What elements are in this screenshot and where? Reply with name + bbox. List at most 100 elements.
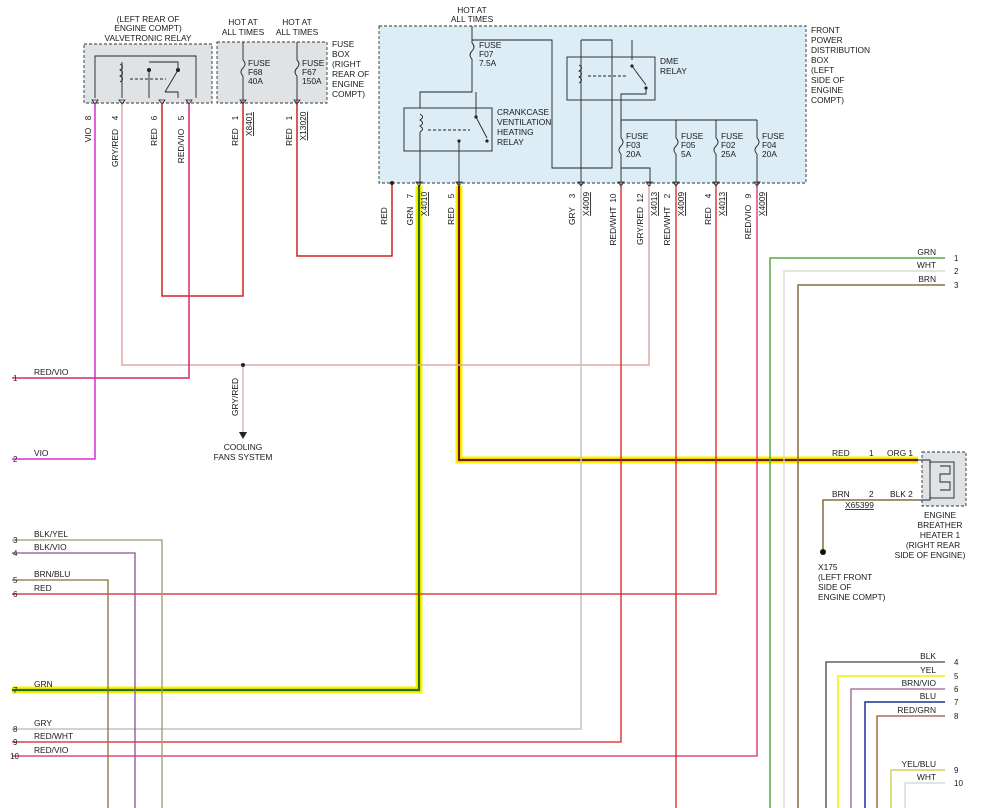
- dme-relay-label-1: DME: [660, 56, 679, 66]
- label-gry-red-fan: GRY/RED: [230, 378, 240, 416]
- fpdb-label-7: ENGINE: [811, 85, 844, 95]
- fuse-f05-l2: F05: [681, 140, 696, 150]
- left-connector-rows: 1RED/VIO2VIO3BLK/YEL4BLK/VIO5BRN/BLU6RED…: [10, 367, 73, 761]
- fpdb-label-5: (LEFT: [811, 65, 834, 75]
- heater-label-4: (RIGHT REAR: [906, 540, 960, 550]
- pin-gry-3: 3: [568, 193, 577, 198]
- fpdb-label-2: POWER: [811, 35, 843, 45]
- right-bottom-label: RED/GRN: [897, 705, 936, 715]
- blk-right-wire: [825, 661, 945, 808]
- ccv-label-2: VENTILATION: [497, 117, 551, 127]
- left-row-number: 5: [13, 576, 18, 585]
- right-bottom-label: BLK: [920, 651, 936, 661]
- conn-x4010: X4010: [419, 192, 429, 217]
- blk-yel-wire: [12, 539, 163, 808]
- label-red-6: RED: [149, 128, 159, 146]
- left-row-number: 4: [13, 549, 18, 558]
- ground-label-3: ENGINE COMPT): [818, 592, 886, 602]
- red-wht-pin10-wire: [12, 186, 622, 743]
- heater-org-1: ORG 1: [887, 448, 913, 458]
- left-row-number: 2: [13, 455, 18, 464]
- dme-relay-box: [566, 56, 656, 101]
- pin-tip-1: [118, 99, 126, 105]
- conn-x4009a: X4009: [581, 192, 591, 217]
- right-top-number: 3: [954, 281, 959, 290]
- left-row-label: BRN/BLU: [34, 569, 70, 579]
- pin-rv-9: 9: [744, 193, 753, 198]
- label-red-5: RED: [446, 207, 456, 225]
- fpdb-label-6: SIDE OF: [811, 75, 845, 85]
- hot-at-f07-1: HOT AT: [457, 5, 486, 15]
- pin-8: 8: [84, 115, 93, 120]
- pin-tip-2: [158, 99, 166, 105]
- fuse-box-right-rear: [216, 41, 328, 104]
- front-power-distribution-box: [378, 25, 807, 184]
- heater-pin-1: 1: [869, 448, 874, 458]
- heater-conn-x65399: X65399: [845, 500, 874, 510]
- fuse-f02-l1: FUSE: [721, 131, 744, 141]
- right-bottom-label: BLU: [920, 691, 936, 701]
- grn-right-wire: [769, 257, 945, 808]
- gry-red-pin4-wire: [121, 104, 650, 366]
- conn-x4009c: X4009: [757, 192, 767, 217]
- left-row-number: 10: [10, 752, 19, 761]
- grn-pin7-highlight: [12, 186, 423, 694]
- pin-gr-12: 12: [636, 193, 645, 202]
- hot-at-f67-2: ALL TIMES: [276, 27, 319, 37]
- left-row-label: RED/VIO: [34, 367, 69, 377]
- left-row-number: 1: [13, 374, 18, 383]
- valvetronic-relay-symbol: [94, 55, 197, 98]
- pin-4: 4: [111, 115, 120, 120]
- valvetronic-relay-title-3: VALVETRONIC RELAY: [104, 33, 191, 43]
- gry-pin3-wire: [12, 186, 582, 730]
- heater-element-icon: [929, 461, 955, 499]
- wire-layer: [12, 99, 945, 808]
- valvetronic-relay-title-2: ENGINE COMPT): [114, 23, 182, 33]
- left-row-number: 6: [13, 590, 18, 599]
- left-row-label: BLK/YEL: [34, 529, 68, 539]
- fuse-box-label-4: REAR OF: [332, 69, 369, 79]
- fuse-f04-symbol: [754, 120, 760, 186]
- conn-x13020: X13020: [298, 111, 308, 140]
- fuse-f02-l2: F02: [721, 140, 736, 150]
- fuse-f05-l1: FUSE: [681, 131, 704, 141]
- fpdb-label-3: DISTRIBUTION: [811, 45, 870, 55]
- pin-6: 6: [150, 115, 159, 120]
- wht-right2-wire: [904, 782, 945, 808]
- right-bottom-number: 7: [954, 698, 959, 707]
- heater-label-5: SIDE OF ENGINE): [895, 550, 966, 560]
- pin-5: 5: [177, 115, 186, 120]
- yel-blu-right-wire: [890, 769, 945, 808]
- left-row-label: VIO: [34, 448, 49, 458]
- cooling-fans-label-2: FANS SYSTEM: [214, 452, 273, 462]
- left-row-label: RED: [34, 583, 52, 593]
- dme-relay-label-2: RELAY: [660, 66, 687, 76]
- pin-tip-3: [185, 99, 193, 105]
- conn-x4013b: X4013: [717, 192, 727, 217]
- fpdb-label-4: BOX: [811, 55, 829, 65]
- pin-tip-0: [91, 99, 99, 105]
- right-bottom-number: 4: [954, 658, 959, 667]
- fuse-box-label-2: BOX: [332, 49, 350, 59]
- fuse-f04-l2: F04: [762, 140, 777, 150]
- splice-red-box: [390, 181, 394, 185]
- fuse-box-label-5: ENGINE: [332, 79, 365, 89]
- fuse-f03-symbol: [618, 120, 624, 186]
- label-red-4: RED: [703, 207, 713, 225]
- label-red-box: RED: [379, 207, 389, 225]
- right-bottom-label: BRN/VIO: [902, 678, 937, 688]
- pin-f68: 1: [231, 115, 240, 120]
- fpdb-label-1: FRONT: [811, 25, 840, 35]
- fuse-f04-l3: 20A: [762, 149, 777, 159]
- left-row-label: RED/WHT: [34, 731, 73, 741]
- pin-red-5: 5: [447, 193, 456, 198]
- hot-at-f07-2: ALL TIMES: [451, 14, 494, 24]
- ccv-label-1: CRANKCASE: [497, 107, 550, 117]
- label-red-f68: RED: [230, 128, 240, 146]
- label-red-wht-10: RED/WHT: [608, 206, 618, 245]
- fuse-f67-label-3: 150A: [302, 76, 322, 86]
- label-red-vio-5: RED/VIO: [176, 128, 186, 163]
- conn-x4013a: X4013: [649, 192, 659, 217]
- fuse-f05-symbol: [673, 120, 679, 186]
